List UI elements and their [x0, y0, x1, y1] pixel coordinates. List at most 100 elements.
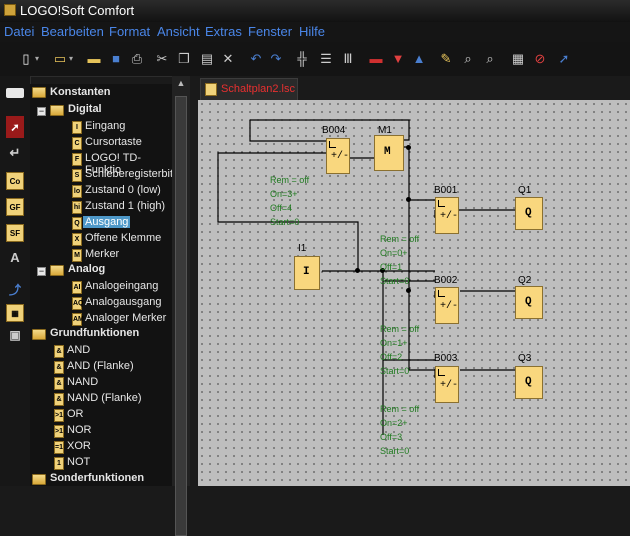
- menu-ansicht[interactable]: Ansicht: [157, 24, 200, 39]
- block-label-q2: Q2: [518, 275, 532, 286]
- scroll-up-icon[interactable]: ▲: [176, 78, 186, 88]
- scrollbar-thumb[interactable]: [175, 96, 187, 536]
- monitor-icon[interactable]: [6, 88, 24, 98]
- block-symbol: +/-: [440, 211, 459, 222]
- junction-node: [380, 268, 385, 273]
- circuit-canvas[interactable]: B004 +/- Rem = off On=3+ Off=4 Start=0 M…: [198, 100, 630, 486]
- tree-item[interactable]: OR: [67, 408, 84, 420]
- block-b002[interactable]: +/-: [435, 287, 459, 324]
- toolbar: ▯ ▾ ▭ ▾ ▬ ■ ⎙ ✂ ❐ ▤ ✕ ↶ ↷ ╬ ☰ Ⅲ ▬ ▼ ▲ ✎ …: [0, 42, 630, 77]
- paste-icon[interactable]: ▤: [200, 51, 214, 66]
- folder-icon: [32, 474, 46, 485]
- tree-scrollbar[interactable]: ▲: [172, 76, 190, 536]
- menu-bearbeiten[interactable]: Bearbeiten: [41, 24, 104, 39]
- menu-datei[interactable]: Datei: [4, 24, 35, 39]
- block-m1[interactable]: M: [374, 135, 404, 171]
- zoom-out-icon[interactable]: ⌕: [486, 51, 494, 66]
- menu-extras[interactable]: Extras: [205, 24, 242, 39]
- no-connection-icon[interactable]: ⊘: [534, 51, 546, 66]
- network-tool-icon[interactable]: ▣: [9, 328, 21, 342]
- tree-item[interactable]: Zustand 0 (low): [85, 184, 161, 196]
- junction-node: [406, 197, 411, 202]
- tree-item[interactable]: LOGO! TD-Funktio: [85, 152, 142, 176]
- tree-grundfunktionen[interactable]: Grundfunktionen: [50, 327, 140, 339]
- block-b004[interactable]: +/-: [326, 138, 350, 174]
- menu-format[interactable]: Format: [109, 24, 151, 39]
- delete-icon[interactable]: ✕: [222, 51, 234, 66]
- block-icon: &: [54, 345, 64, 358]
- open-folder-icon[interactable]: ▭: [53, 51, 67, 66]
- tree-item[interactable]: Zustand 1 (high): [85, 200, 166, 212]
- close-file-icon[interactable]: ▬: [87, 51, 101, 66]
- print-icon[interactable]: ⎙: [131, 51, 143, 66]
- cut-connection-tool-icon[interactable]: ⤴: [8, 282, 21, 297]
- tree-item[interactable]: Merker: [85, 248, 120, 260]
- block-icon: >1: [54, 425, 64, 438]
- gf-tool-icon[interactable]: GF: [6, 198, 24, 216]
- tree-item-selected[interactable]: Ausgang: [83, 216, 131, 228]
- pc-to-logo-icon[interactable]: ▼: [391, 51, 405, 66]
- tab-schaltplan2[interactable]: Schaltplan2.lsc: [200, 78, 298, 100]
- block-label-b001: B001: [434, 185, 458, 196]
- panel-splitter[interactable]: [190, 76, 198, 486]
- cut-icon[interactable]: ✂: [156, 51, 168, 66]
- edge-symbol-icon: [438, 200, 445, 207]
- logo-to-pc-icon[interactable]: ▲: [412, 51, 426, 66]
- redo-icon[interactable]: ↷: [270, 51, 282, 66]
- collapse-icon[interactable]: −: [37, 266, 46, 276]
- block-symbol: M: [384, 146, 391, 158]
- block-q3[interactable]: Q: [515, 366, 543, 399]
- tree-item[interactable]: Eingang: [85, 120, 126, 132]
- help-pointer-icon[interactable]: ➚: [558, 51, 570, 66]
- tree-sonderfunktionen[interactable]: Sonderfunktionen: [50, 472, 145, 484]
- split-connection-icon[interactable]: ╬: [297, 51, 307, 66]
- connect-tool-icon[interactable]: ↵: [9, 145, 21, 160]
- grid-icon[interactable]: ▦: [511, 51, 525, 66]
- new-file-icon[interactable]: ▯: [22, 51, 30, 66]
- tree-item[interactable]: NAND: [67, 376, 99, 388]
- tree-item[interactable]: XOR: [67, 440, 91, 452]
- constants-tool-icon[interactable]: Co: [6, 172, 24, 190]
- tree-item[interactable]: Analogeingang: [85, 280, 159, 292]
- block-b001[interactable]: +/-: [435, 197, 459, 234]
- tree-item[interactable]: Cursortaste: [85, 136, 142, 148]
- copy-icon[interactable]: ❐: [178, 51, 190, 66]
- collapse-icon[interactable]: −: [37, 106, 46, 116]
- tree-item[interactable]: Offene Klemme: [85, 232, 162, 244]
- block-i1[interactable]: I: [294, 256, 320, 290]
- menu-fenster[interactable]: Fenster: [248, 24, 293, 39]
- block-icon: &: [54, 361, 64, 374]
- menu-hilfe[interactable]: Hilfe: [299, 24, 326, 39]
- align-horizontal-icon[interactable]: Ⅲ: [343, 51, 353, 66]
- tree-item[interactable]: AND (Flanke): [67, 360, 134, 372]
- tree-item[interactable]: NAND (Flanke): [67, 392, 142, 404]
- block-q1[interactable]: Q: [515, 197, 543, 230]
- macro-tool-icon[interactable]: ▦: [6, 304, 24, 322]
- save-icon[interactable]: ■: [112, 51, 120, 66]
- tree-analog[interactable]: Analog: [68, 263, 106, 275]
- block-q2[interactable]: Q: [515, 286, 543, 319]
- brush-icon[interactable]: ✎: [440, 51, 452, 66]
- sf-tool-icon[interactable]: SF: [6, 224, 24, 242]
- open-dropdown-icon[interactable]: ▾: [68, 54, 73, 63]
- function-tree: Konstanten − Digital I Eingang C Cursort…: [30, 84, 172, 486]
- tree-item[interactable]: AND: [67, 344, 91, 356]
- tree-digital[interactable]: Digital: [68, 103, 102, 115]
- simulation-icon[interactable]: ▬: [369, 51, 383, 66]
- selection-tool-icon[interactable]: ➚: [6, 116, 24, 138]
- block-b003[interactable]: +/-: [435, 366, 459, 403]
- undo-icon[interactable]: ↶: [250, 51, 262, 66]
- new-dropdown-icon[interactable]: ▾: [34, 54, 39, 63]
- param-start: Start=0: [270, 217, 300, 227]
- align-vertical-icon[interactable]: ☰: [320, 51, 332, 66]
- text-tool-icon[interactable]: A: [10, 249, 20, 265]
- block-icon: X: [72, 233, 82, 246]
- param-off: Off=1: [380, 262, 403, 272]
- tree-item[interactable]: Schieberegisterbit: [85, 168, 172, 180]
- tree-item[interactable]: Analogausgang: [85, 296, 162, 308]
- zoom-in-icon[interactable]: ⌕: [464, 51, 472, 66]
- tree-item[interactable]: NOT: [67, 456, 91, 468]
- tree-konstanten[interactable]: Konstanten: [50, 86, 111, 98]
- tree-item[interactable]: NOR: [67, 424, 92, 436]
- tree-item[interactable]: Analoger Merker: [85, 312, 167, 324]
